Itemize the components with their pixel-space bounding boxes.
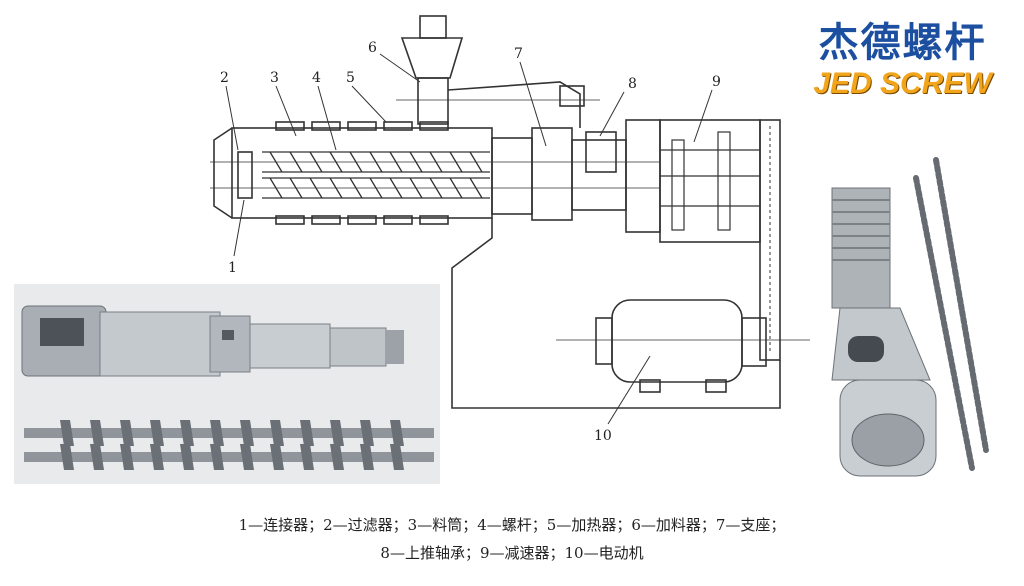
- heaters: [275, 121, 449, 225]
- extruder-drawing: [210, 15, 810, 409]
- label-3: 3: [270, 70, 279, 86]
- right-barrel-photo: [831, 187, 937, 477]
- right-screws-photo: [913, 157, 989, 471]
- logo-chinese-text: 杰德螺杆: [818, 20, 987, 66]
- leader-lines: [225, 53, 713, 425]
- label-2: 2: [220, 70, 229, 86]
- label-5: 5: [346, 70, 355, 86]
- label-10: 10: [594, 428, 612, 444]
- screws: [262, 151, 490, 199]
- thrust-bearing: [585, 131, 617, 173]
- label-6: 6: [368, 40, 377, 56]
- label-8: 8: [628, 76, 637, 92]
- logo-english-text: JED SCREW: [813, 67, 992, 100]
- belt: [759, 119, 781, 361]
- label-7: 7: [514, 46, 523, 62]
- barrel: [231, 127, 493, 219]
- filter: [237, 151, 253, 199]
- support: [531, 127, 573, 221]
- part-numbers: 1 2 3 4 5 6 7 8 9 10: [220, 40, 721, 444]
- brand-logo: 杰德螺杆 JED SCREW: [800, 20, 1005, 100]
- twin-screws-photo: [24, 420, 434, 470]
- label-4: 4: [312, 70, 321, 86]
- caption-line-1: 1—连接器；2—过滤器；3—料筒；4—螺杆；5—加热器；6—加料器；7—支座；: [238, 516, 786, 534]
- motor: [611, 299, 743, 383]
- label-1: 1: [228, 260, 237, 276]
- base: [451, 218, 781, 409]
- gearbox: [659, 119, 761, 243]
- label-9: 9: [712, 74, 721, 90]
- caption-line-2: 8—上推轴承；9—减速器；10—电动机: [380, 544, 644, 562]
- hopper: [400, 37, 464, 79]
- barrel-photo: [21, 305, 404, 377]
